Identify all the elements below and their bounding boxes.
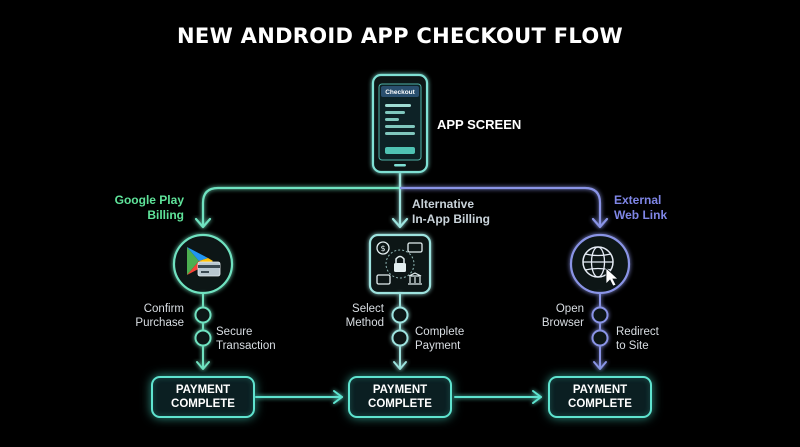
node-secure-transaction (194, 329, 212, 347)
phone-device (371, 73, 429, 174)
step-select-method: Select Method (345, 303, 384, 329)
branch-label-external: External Web Link (614, 193, 714, 223)
step-redirect-to-site: Redirect to Site (616, 326, 659, 352)
outcome-connectors (255, 390, 542, 404)
google-play-card-icon (172, 233, 234, 295)
node-open-browser (591, 306, 609, 324)
step-confirm-purchase: Confirm Purchase (135, 303, 184, 329)
node-redirect-to-site (591, 329, 609, 347)
diagram-title: NEW ANDROID APP CHECKOUT FLOW (177, 24, 623, 48)
connector-external (400, 186, 602, 226)
node-complete-payment (391, 329, 409, 347)
branch-connectors (201, 172, 602, 226)
branch-external-line2: Web Link (614, 208, 668, 222)
branch-label-alternative: Alternative In-App Billing (412, 197, 532, 227)
globe-cursor-icon (569, 233, 631, 295)
branch-google-line2: Billing (147, 208, 184, 222)
branch-google-line1: Google Play (114, 193, 184, 207)
step-arrowheads (196, 361, 607, 370)
branch-arrowheads (194, 217, 609, 229)
step-complete-payment: Complete Payment (415, 326, 465, 352)
node-select-method (391, 306, 409, 324)
branch-alternative-line2: In-App Billing (412, 212, 490, 226)
step-open-browser: Open Browser (541, 303, 584, 329)
node-confirm-purchase (194, 306, 212, 324)
branch-label-google: Google Play Billing (84, 193, 184, 223)
app-screen-label: APP SCREEN (437, 117, 522, 132)
svg-text:$: $ (380, 244, 385, 253)
branch-alternative-line1: Alternative (412, 197, 475, 211)
connector-google (201, 172, 402, 226)
step-secure-transaction: Secure Transaction (216, 326, 276, 352)
branch-external-line1: External (614, 193, 662, 207)
step-nodes (194, 306, 609, 347)
payment-methods-icon: $ (368, 233, 432, 295)
phone-screen-title: Checkout (385, 89, 415, 96)
